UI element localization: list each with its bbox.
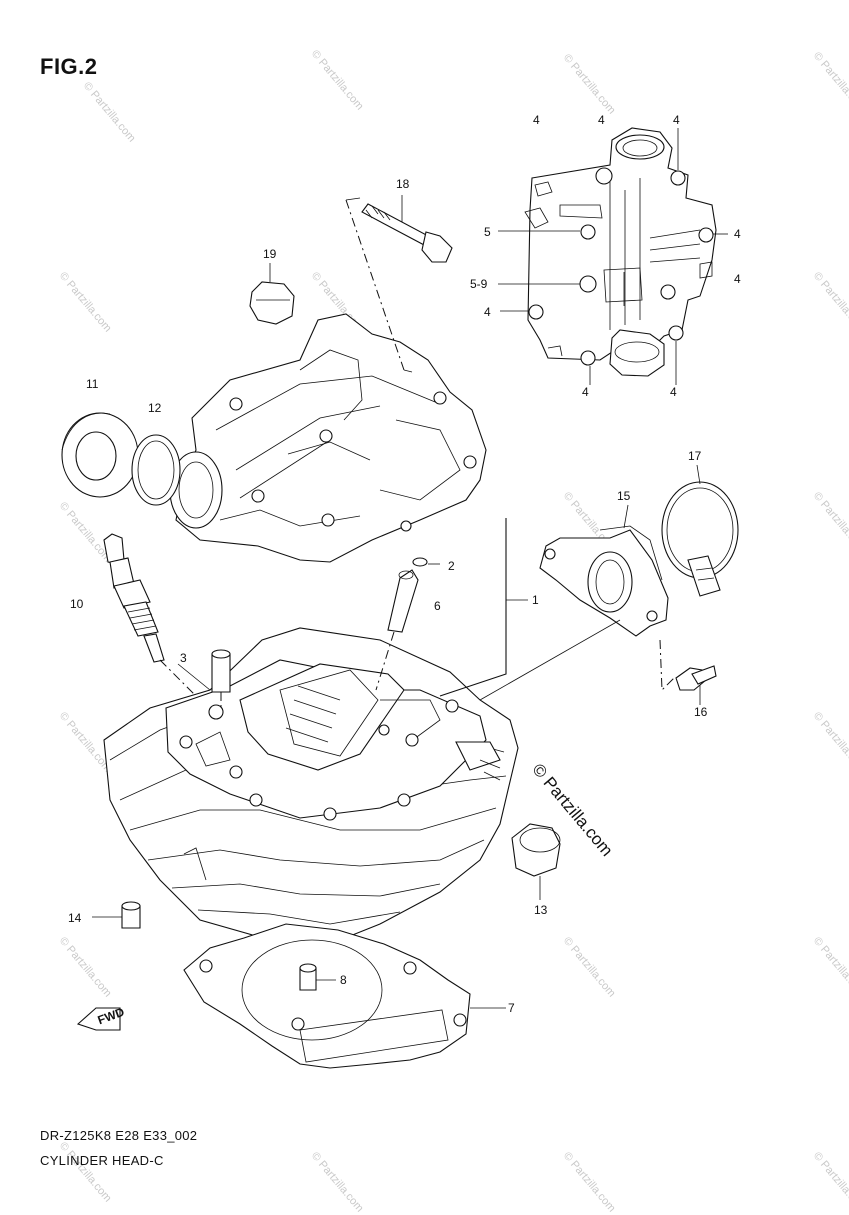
intake-pipe-15 [539, 525, 669, 637]
callout-4: 4 [484, 305, 491, 319]
figure-title: FIG.2 [40, 54, 98, 79]
clamp-17 [661, 481, 739, 597]
callout-4: 4 [670, 385, 677, 399]
callout-17: 17 [688, 449, 702, 463]
callout-2: 2 [448, 559, 455, 573]
pipe-leader [659, 639, 677, 692]
dowel-pin-3 [211, 649, 231, 710]
diagram-code: DR-Z125K8 E28 E33_002 [40, 1128, 198, 1143]
callout-6: 6 [434, 599, 441, 613]
fwd-arrow-icon: FWD [76, 1005, 127, 1031]
bolt-16 [675, 665, 717, 691]
cap-nut-19 [249, 263, 295, 325]
callout-leaders [177, 464, 701, 900]
cover-leaders [498, 128, 728, 385]
callout-1: 1 [532, 593, 539, 607]
callout-7: 7 [508, 1001, 515, 1015]
callout-11: 11 [86, 377, 99, 391]
callout-3: 3 [180, 651, 187, 665]
seal-11 [61, 412, 139, 498]
o-ring-12 [131, 434, 181, 506]
spark-plug-10 [103, 533, 165, 663]
callout-15: 15 [617, 489, 631, 503]
callout-18: 18 [396, 177, 410, 191]
cylinder-head [103, 627, 519, 945]
callout-4: 4 [734, 272, 741, 286]
callout-14: 14 [68, 911, 82, 925]
cam-housing [169, 313, 487, 563]
callout-13: 13 [534, 903, 548, 917]
head-leader-1 [439, 518, 528, 697]
callout-numbers: 4 4 4 4 4 4 4 4 5 5-9 18 19 11 12 2 6 1 … [68, 113, 741, 1015]
callout-5-9: 5-9 [470, 277, 488, 291]
callout-4: 4 [533, 113, 540, 127]
callout-8: 8 [340, 973, 347, 987]
callout-4: 4 [582, 385, 589, 399]
pipe-head-leader [479, 619, 621, 701]
dowel-14 [92, 901, 141, 929]
callout-4: 4 [598, 113, 605, 127]
callout-12: 12 [148, 401, 162, 415]
callout-5: 5 [484, 225, 491, 239]
callout-4: 4 [673, 113, 680, 127]
dowel-8 [299, 963, 336, 991]
gasket-7 [183, 923, 506, 1069]
plug-13 [511, 823, 561, 877]
callout-10: 10 [70, 597, 84, 611]
callout-19: 19 [263, 247, 277, 261]
callout-4: 4 [734, 227, 741, 241]
head-cover [524, 127, 717, 377]
bolt-18 [361, 195, 453, 263]
callout-16: 16 [694, 705, 708, 719]
diagram-name: CYLINDER HEAD-C [40, 1153, 164, 1168]
bolt-18-leader [345, 197, 413, 373]
valve-guide-6 [375, 557, 428, 691]
